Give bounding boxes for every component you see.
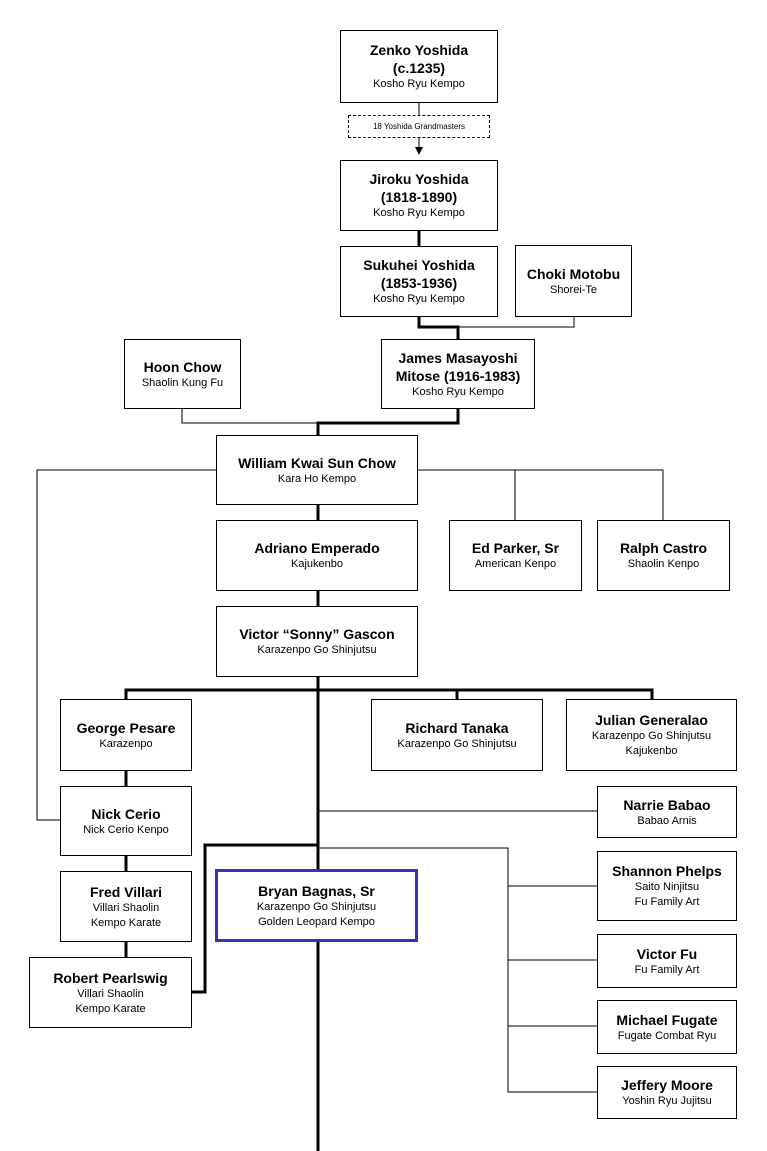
node-style: Yoshin Ryu Jujitsu [622,1095,712,1107]
node-style: Karazenpo Go Shinjutsu [256,900,377,913]
node-style-2: Kempo Karate [75,1002,146,1015]
node-dates: (1818-1890) [380,189,458,205]
node-james-mitose: James Masayoshi Mitose (1916-1983) Kosho… [381,339,535,409]
node-style: Villari Shaolin [77,987,144,1000]
node-style-2: Kajukenbo [625,745,678,757]
node-fred-villari: Fred Villari Villari Shaolin Kempo Karat… [60,871,192,942]
node-name: Ralph Castro [619,540,708,556]
node-name: William Kwai Sun Chow [238,454,396,471]
node-dates: (c.1235) [392,60,446,76]
node-ralph-castro: Ralph Castro Shaolin Kenpo [597,520,730,591]
node-robert-pearlswig: Robert Pearlswig Villari Shaolin Kempo K… [29,957,192,1028]
node-name: Richard Tanaka [405,719,509,736]
node-style-2: Kempo Karate [90,916,162,929]
node-shannon-phelps: Shannon Phelps Saito Ninjitsu Fu Family … [597,851,737,921]
node-bryan-bagnas: Bryan Bagnas, Sr Karazenpo Go Shinjutsu … [215,869,418,942]
node-victor-gascon: Victor “Sonny” Gascon Karazenpo Go Shinj… [216,606,418,677]
node-dates: (1853-1936) [380,275,458,291]
node-style: Nick Cerio Kenpo [83,823,169,836]
node-name: George Pesare [76,719,176,736]
node-name: Fred Villari [89,883,163,900]
node-george-pesare: George Pesare Karazenpo [60,699,192,771]
node-victor-fu: Victor Fu Fu Family Art [597,934,737,988]
node-style: Kara Ho Kempo [277,472,357,485]
node-name: Shannon Phelps [612,863,722,879]
node-style: Kosho Ryu Kempo [373,78,465,90]
node-jiroku-yoshida: Jiroku Yoshida (1818-1890) Kosho Ryu Kem… [340,160,498,231]
node-name: Robert Pearlswig [53,969,168,986]
node-name: Zenko Yoshida [369,42,469,58]
node-name: Jiroku Yoshida [369,171,469,187]
node-style: Saito Ninjitsu [634,881,700,893]
node-choki-motobu: Choki Motobu Shorei-Te [515,245,632,317]
node-name: Narrie Babao [623,796,711,813]
node-adriano-emperado: Adriano Emperado Kajukenbo [216,520,418,591]
node-name: Jeffery Moore [621,1077,713,1093]
node-style: Fu Family Art [634,963,700,976]
node-zenko-yoshida: Zenko Yoshida (c.1235) Kosho Ryu Kempo [340,30,498,103]
node-style: Karazenpo Go Shinjutsu [591,730,712,742]
node-name: James Masayoshi [398,349,518,366]
node-ed-parker: Ed Parker, Sr American Kenpo [449,520,582,591]
node-style: Shaolin Kung Fu [141,376,224,389]
node-style: Kajukenbo [291,558,343,570]
node-style: American Kenpo [474,558,557,570]
node-william-chow: William Kwai Sun Chow Kara Ho Kempo [216,435,418,505]
node-style: Shaolin Kenpo [627,558,700,570]
node-name: Victor Fu [636,945,698,962]
node-style: Karazenpo Go Shinjutsu [257,644,377,656]
node-sukuhei-yoshida: Sukuhei Yoshida (1853-1936) Kosho Ryu Ke… [340,246,498,317]
node-name: Ed Parker, Sr [471,540,560,556]
gap-label-box: 18 Yoshida Grandmasters [348,115,490,138]
node-style: Shorei-Te [549,283,598,296]
node-julian-generalao: Julian Generalao Karazenpo Go Shinjutsu … [566,699,737,771]
node-richard-tanaka: Richard Tanaka Karazenpo Go Shinjutsu [371,699,543,771]
node-name: Julian Generalao [595,712,708,728]
node-style: Kosho Ryu Kempo [373,207,465,219]
node-style: Karazenpo Go Shinjutsu [397,737,517,750]
node-nick-cerio: Nick Cerio Nick Cerio Kenpo [60,786,192,856]
node-name: Victor “Sonny” Gascon [239,626,395,642]
node-name: Nick Cerio [91,805,161,822]
node-style: Karazenpo [99,737,153,750]
node-style: Fugate Combat Ryu [617,1029,717,1042]
node-name: Michael Fugate [616,1011,718,1028]
node-name: Hoon Chow [143,358,222,375]
node-dates: Mitose (1916-1983) [395,367,521,384]
node-name: Sukuhei Yoshida [363,257,475,273]
node-style: Babao Arnis [637,814,697,827]
node-name: Adriano Emperado [254,540,380,556]
node-style-2: Golden Leopard Kempo [258,915,375,928]
node-michael-fugate: Michael Fugate Fugate Combat Ryu [597,1000,737,1054]
node-style: Villari Shaolin [92,901,160,914]
node-style: Kosho Ryu Kempo [412,385,504,398]
node-jeffery-moore: Jeffery Moore Yoshin Ryu Jujitsu [597,1066,737,1119]
node-hoon-chow: Hoon Chow Shaolin Kung Fu [124,339,241,409]
gap-label: 18 Yoshida Grandmasters [372,122,466,131]
node-narrie-babao: Narrie Babao Babao Arnis [597,786,737,838]
node-style: Kosho Ryu Kempo [373,293,465,305]
node-style-2: Fu Family Art [634,896,700,908]
node-name: Bryan Bagnas, Sr [258,882,375,899]
node-name: Choki Motobu [526,265,621,282]
